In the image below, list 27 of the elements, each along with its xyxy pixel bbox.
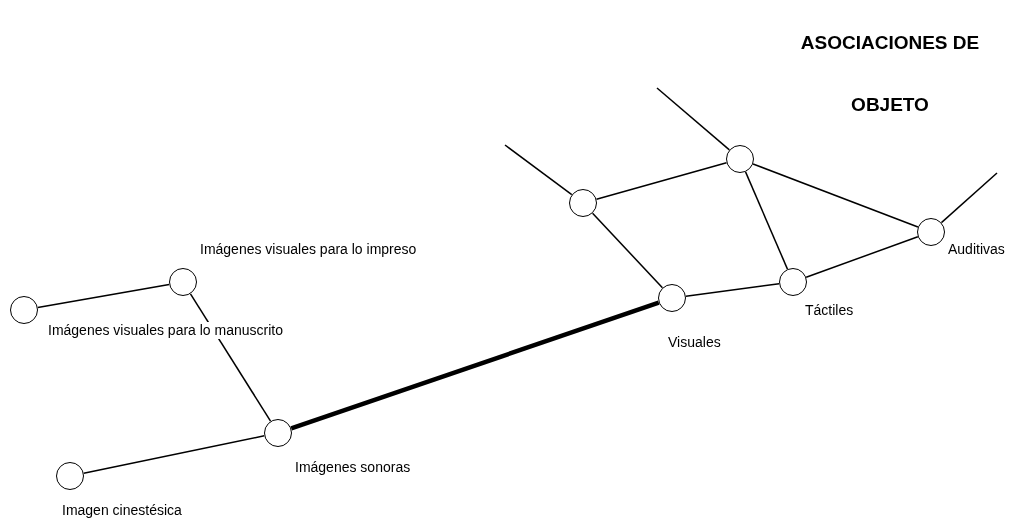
node-circle bbox=[169, 268, 197, 296]
connector-line bbox=[752, 163, 919, 228]
node-circle bbox=[726, 145, 754, 173]
node-circle bbox=[658, 284, 686, 312]
node-circle bbox=[56, 462, 84, 490]
connector-line bbox=[591, 212, 664, 289]
node-circle bbox=[10, 296, 38, 324]
connector-line bbox=[290, 300, 660, 431]
connector-line bbox=[595, 162, 728, 200]
free-line bbox=[504, 144, 573, 196]
node-label: Imágenes sonoras bbox=[295, 459, 411, 476]
connector-line bbox=[685, 283, 780, 297]
node-label: Imagen cinestésica bbox=[62, 502, 182, 519]
connector-line bbox=[37, 283, 170, 309]
connector-line bbox=[189, 293, 272, 422]
connector-line bbox=[82, 435, 266, 474]
node-label: Imágenes visuales para lo impreso bbox=[200, 241, 417, 258]
free-line bbox=[656, 87, 731, 151]
node-label: Imágenes visuales para lo manuscrito bbox=[48, 322, 283, 339]
connector-line bbox=[805, 236, 919, 278]
title: ASOCIACIONES DE OBJETO bbox=[800, 31, 980, 117]
free-line bbox=[940, 172, 998, 224]
node-circle bbox=[264, 419, 292, 447]
connector-line bbox=[744, 171, 789, 270]
node-circle bbox=[569, 189, 597, 217]
node-circle bbox=[917, 218, 945, 246]
node-circle bbox=[779, 268, 807, 296]
